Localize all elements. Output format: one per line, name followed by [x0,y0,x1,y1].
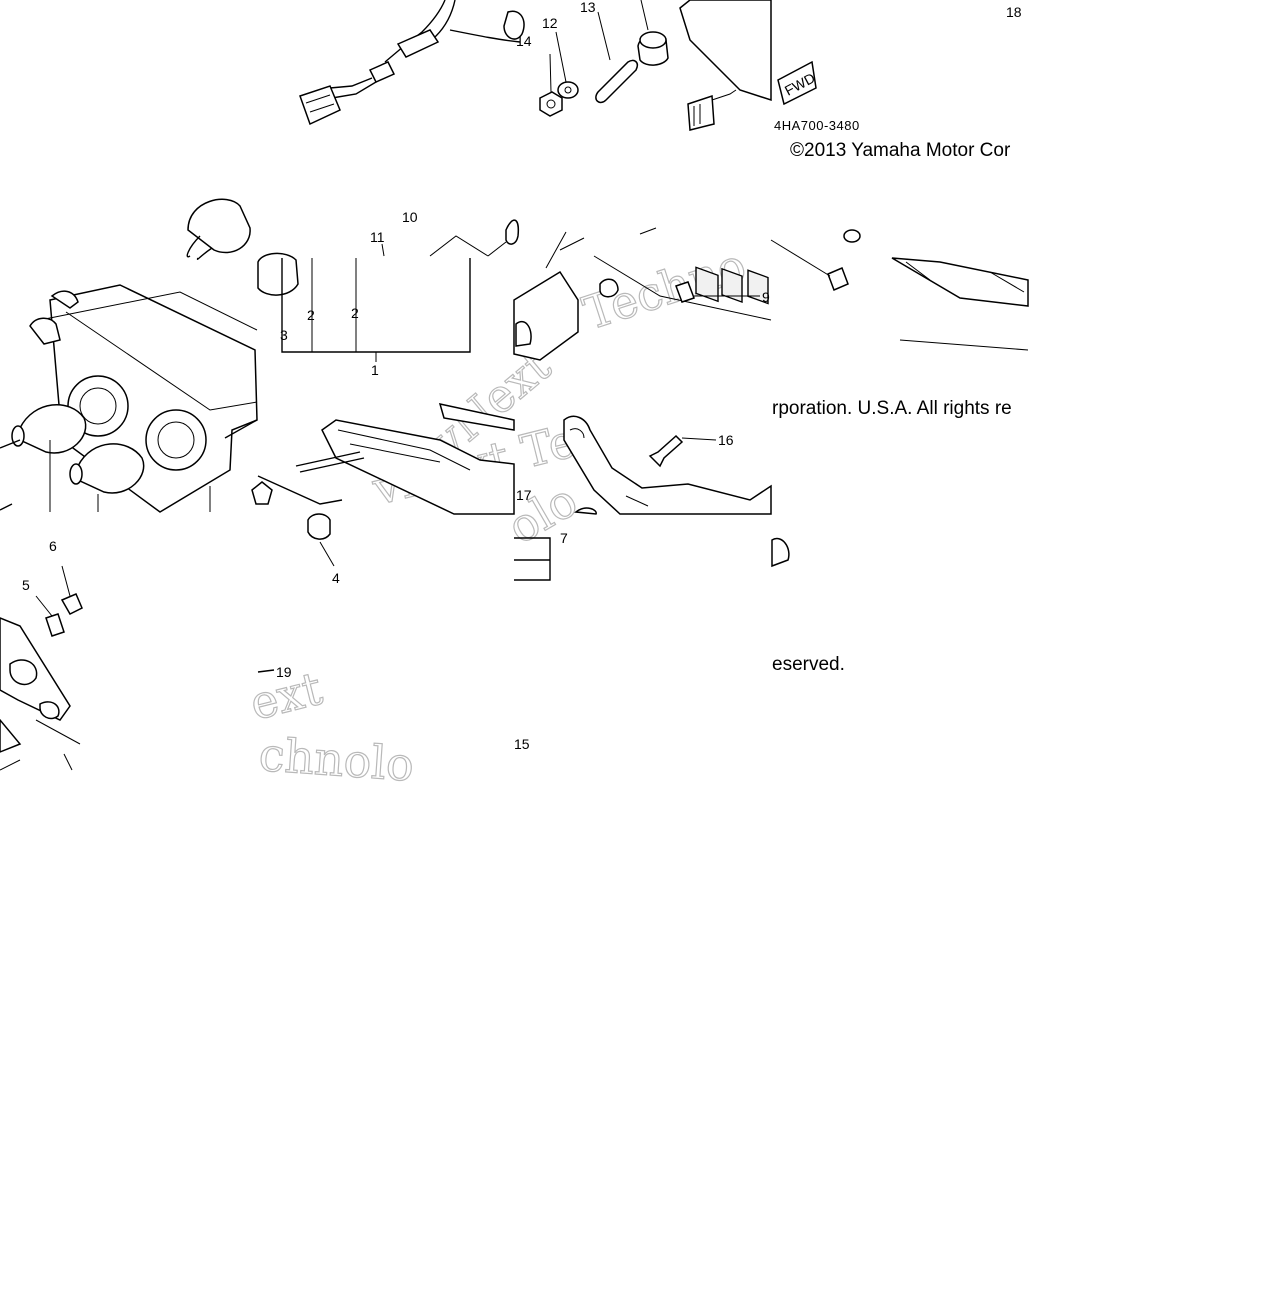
wire-harness-drawing [299,0,525,126]
rear-bracket-drawing: FWD [679,0,818,305]
callout-13: 13 [580,0,596,15]
copyright-line-3: eserved. [772,654,845,675]
callout-11: 11 [370,229,385,245]
callout-17: 17 [516,487,532,503]
callout-19: 19 [276,664,292,680]
callout-2: 2 [351,305,359,321]
callout-2: 2 [307,307,315,323]
copyright-line-1: ©2013 Yamaha Motor Cor [790,140,1011,161]
drawing-code: 4HA700-3480 [774,118,860,133]
callout-10: 10 [402,209,418,225]
callout-15: 15 [514,736,530,752]
callout-7: 7 [560,530,568,546]
callout-14: 14 [516,33,532,49]
license-plate-bracket-drawing [513,227,1029,581]
callout-6: 6 [49,538,57,554]
callout-1: 1 [371,362,379,378]
watermark-text: chnolo [257,727,416,792]
callout-5: 5 [22,577,30,593]
callout-16: 16 [718,432,734,448]
lower-bracket-drawing [0,565,83,771]
copyright-line-2: rporation. U.S.A. All rights re [772,398,1012,419]
callout-12: 12 [542,15,558,31]
socket-assembly-drawing [257,219,520,673]
callout-9: 9 [762,289,770,305]
callout-labels: 1 2 2 3 4 5 6 7 9 10 11 12 13 14 15 16 1… [22,0,1022,752]
tail-light-housing-drawing [0,198,273,513]
fastener-group-drawing [539,0,669,117]
callout-4: 4 [332,570,340,586]
callout-18: 18 [1006,4,1022,20]
callout-3: 3 [280,327,288,343]
